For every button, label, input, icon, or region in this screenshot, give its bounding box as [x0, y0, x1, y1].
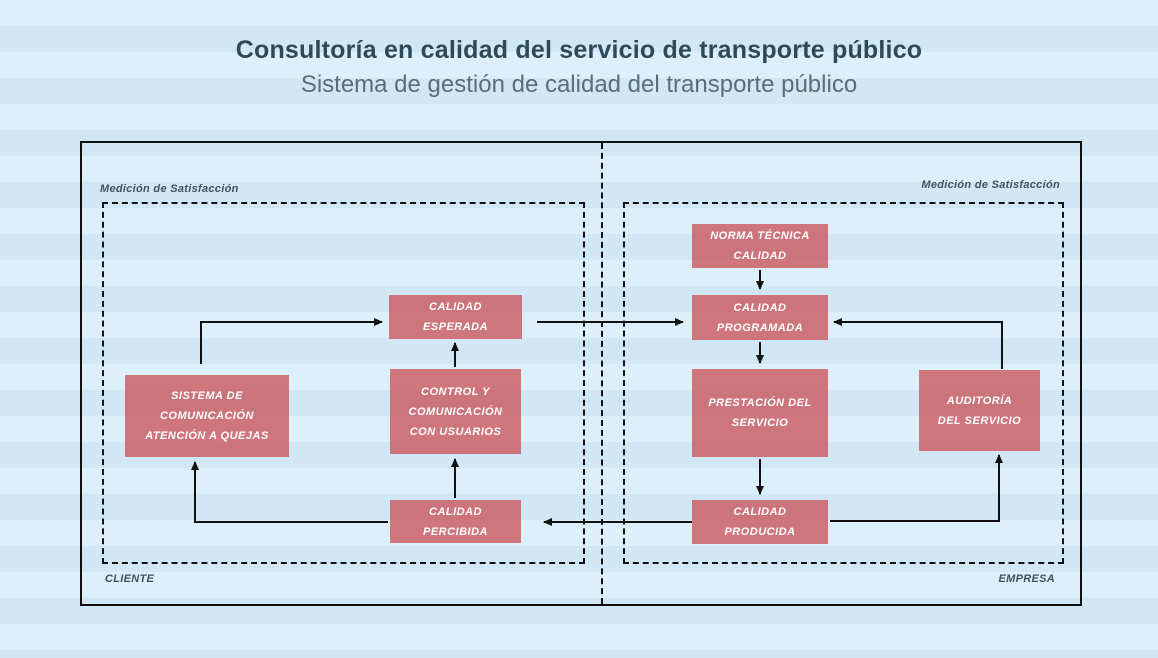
node-norma-tecnica-calidad: NORMA TÉCNICA CALIDAD [692, 224, 828, 268]
node-calidad-percibida: CALIDAD PERCIBIDA [390, 500, 521, 543]
company-zone-label: EMPRESA [998, 573, 1055, 585]
node-auditoria-servicio: AUDITORÍA DEL SERVICIO [919, 370, 1040, 451]
node-prestacion-servicio: PRESTACIÓN DEL SERVICIO [692, 369, 828, 457]
client-company-divider-line [601, 143, 603, 604]
page-subtitle: Sistema de gestión de calidad del transp… [300, 71, 858, 98]
header: Consultoría en calidad del servicio de t… [0, 36, 1158, 99]
node-calidad-programada: CALIDAD PROGRAMADA [692, 295, 828, 340]
node-calidad-esperada: CALIDAD ESPERADA [389, 295, 522, 339]
client-measurement-zone [102, 202, 585, 564]
diagram-frame: Medición de Satisfacción Medición de Sat… [80, 141, 1082, 606]
company-measurement-zone [623, 202, 1064, 564]
client-zone-label: CLIENTE [105, 573, 155, 585]
node-calidad-producida: CALIDAD PRODUCIDA [692, 500, 828, 544]
node-control-comunicacion-usuarios: CONTROL Y COMUNICACIÓN CON USUARIOS [390, 369, 521, 454]
node-sistema-comunicacion-quejas: SISTEMA DE COMUNICACIÓN ATENCIÓN A QUEJA… [125, 375, 289, 457]
page-title: Consultoría en calidad del servicio de t… [235, 36, 923, 64]
company-measurement-label: Medición de Satisfacción [921, 179, 1060, 191]
client-measurement-label: Medición de Satisfacción [100, 183, 239, 195]
